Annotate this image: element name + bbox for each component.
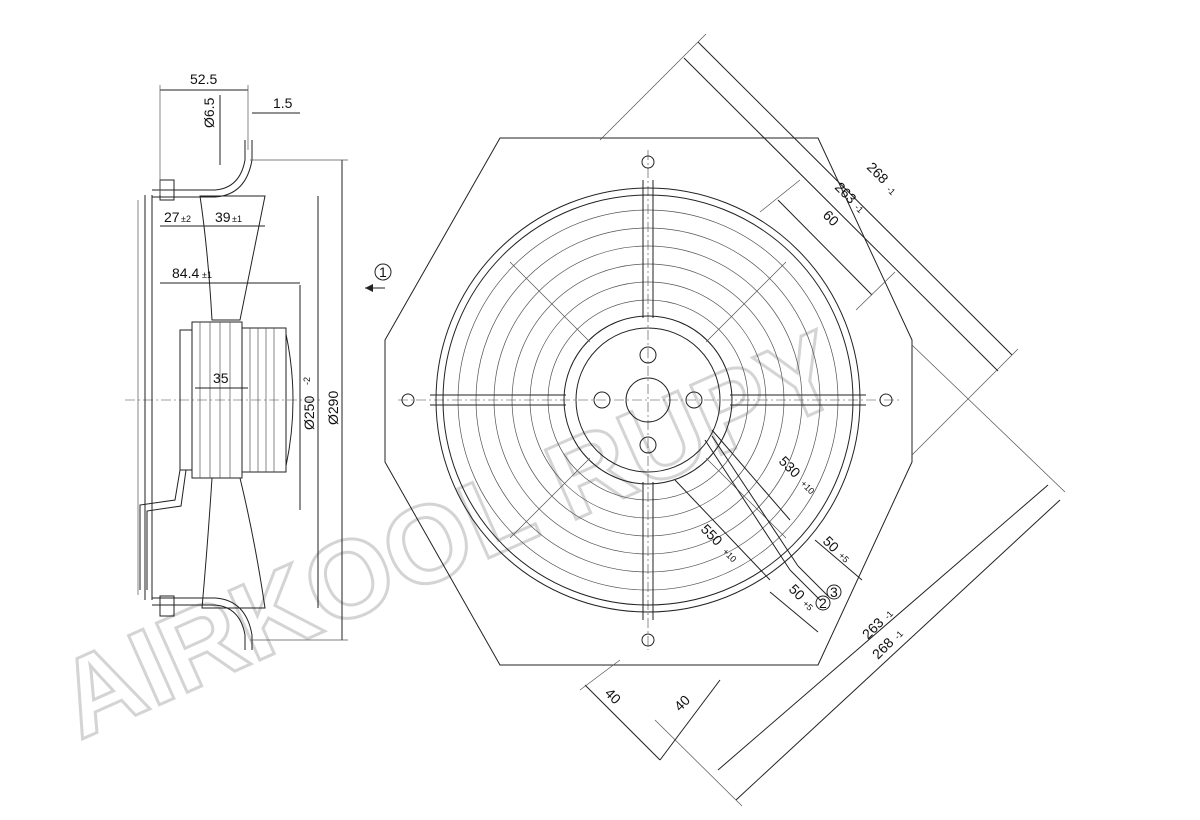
dim-263-top-tol: -1 (853, 202, 866, 215)
dim-35: 35 (213, 370, 229, 386)
dim-60: 60 (820, 207, 842, 229)
dim-50-a-tol: +5 (837, 550, 851, 564)
dim-d250-tol: -2 (302, 377, 312, 385)
dim-50-a: 50 (820, 533, 842, 555)
dim-268-bottom-tol: -1 (892, 629, 905, 642)
dim-263-top: 263 (832, 179, 860, 207)
dim-84-4-tol: ±1 (202, 270, 212, 280)
front-view (384, 33, 1066, 807)
dim-550-tol: +10 (721, 546, 739, 564)
dim-1-5: 1.5 (273, 95, 293, 111)
airflow-marker: 1 (379, 264, 387, 280)
dim-d290: Ø290 (325, 391, 341, 425)
marker-3: 3 (830, 584, 838, 600)
dim-84-4: 84.4 (172, 265, 199, 281)
dim-263-bottom-tol: -1 (882, 609, 895, 622)
watermark: AIRKOOL RUPY (40, 307, 859, 762)
dim-268-top-tol: -1 (885, 184, 898, 197)
dim-40-left: 40 (602, 685, 624, 707)
dim-40-right: 40 (671, 692, 693, 714)
dim-39: 39 (215, 209, 231, 225)
side-view (125, 85, 392, 650)
dim-39-tol: ±1 (232, 214, 242, 224)
dim-50-b-tol: +5 (801, 598, 815, 612)
dim-d250: Ø250 (301, 396, 317, 430)
dim-27: 27 (164, 209, 180, 225)
dim-530: 530 (776, 453, 804, 481)
dim-d6-5: Ø6.5 (201, 97, 217, 128)
dim-52-5: 52.5 (190, 71, 217, 87)
dim-268-top: 268 (864, 159, 892, 187)
dim-27-tol: ±2 (181, 214, 191, 224)
marker-2: 2 (819, 595, 827, 611)
